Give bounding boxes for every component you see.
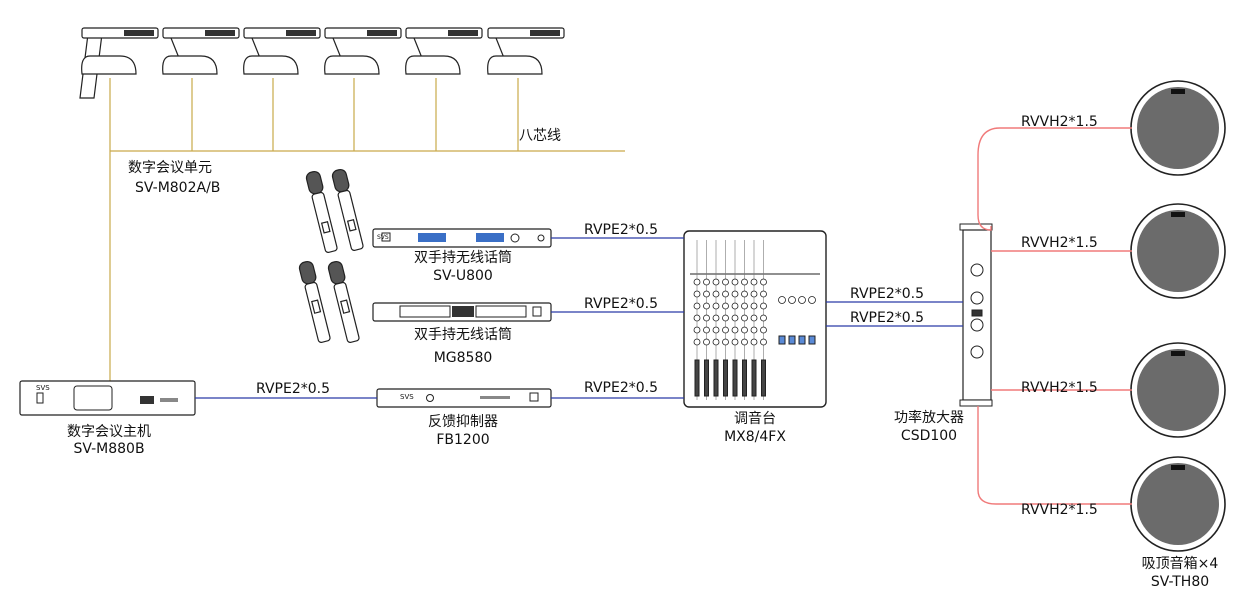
- host-model: SV-M880B: [73, 441, 145, 457]
- host-name: 数字会议主机: [67, 424, 151, 440]
- power-amplifier: [959, 223, 993, 407]
- cable-label-rvpe: RVPE2*0.5: [256, 381, 330, 397]
- cable-label-rvvh: RVVH2*1.5: [1021, 114, 1098, 130]
- conference-unit: [324, 27, 402, 75]
- rvvh-cables: [977, 127, 1132, 505]
- ceiling-speaker: [1130, 456, 1226, 552]
- conference-unit: [243, 27, 321, 75]
- cable-label-rvvh: RVVH2*1.5: [1021, 502, 1098, 518]
- mixer-name: 调音台: [734, 411, 776, 427]
- brand-logo-host: SVS: [36, 384, 50, 392]
- ceiling-speaker: [1130, 203, 1226, 299]
- handheld-microphones: [298, 168, 364, 343]
- mixer-model: MX8/4FX: [724, 429, 786, 445]
- conference-unit: [79, 27, 159, 99]
- eight-core-bus: [109, 78, 625, 385]
- wireless1-name: 双手持无线话筒: [414, 250, 512, 266]
- wireless1-model: SV-U800: [433, 268, 493, 284]
- conference-unit-name: 数字会议单元: [128, 160, 212, 176]
- feedback-model: FB1200: [436, 432, 490, 448]
- cable-label-rvpe: RVPE2*0.5: [584, 380, 658, 396]
- feedback-name: 反馈抑制器: [428, 414, 498, 430]
- ceiling-speaker: [1130, 80, 1226, 176]
- conference-host-unit: [19, 380, 196, 416]
- conference-unit-model: SV-M802A/B: [135, 180, 221, 196]
- mixer: [683, 230, 827, 408]
- brand-logo-feedback: SVS: [400, 393, 414, 401]
- ceiling-speaker: [1130, 342, 1226, 438]
- conference-units: [79, 27, 565, 99]
- ceiling-speakers: [1130, 80, 1226, 552]
- wireless-receiver-u800: [372, 228, 552, 248]
- amp-model: CSD100: [900, 428, 958, 444]
- brand-logo-u800: SVS: [377, 234, 389, 241]
- conference-unit: [162, 27, 240, 75]
- eight-core-label: 八芯线: [519, 128, 561, 144]
- cable-label-rvvh: RVVH2*1.5: [1021, 380, 1098, 396]
- cable-label-rvpe: RVPE2*0.5: [850, 286, 924, 302]
- wireless2-model: MG8580: [433, 350, 493, 366]
- wireless2-name: 双手持无线话筒: [414, 327, 512, 343]
- cable-label-rvpe: RVPE2*0.5: [850, 310, 924, 326]
- rvpe-cables: [195, 237, 963, 399]
- amp-name: 功率放大器: [894, 410, 964, 426]
- conference-unit: [487, 27, 565, 75]
- cable-label-rvvh: RVVH2*1.5: [1021, 235, 1098, 251]
- conference-unit: [405, 27, 483, 75]
- cable-label-rvpe: RVPE2*0.5: [584, 222, 658, 238]
- wireless-receiver-mg8580: [372, 302, 552, 322]
- speaker-name: 吸顶音箱×4: [1141, 556, 1219, 572]
- speaker-model: SV-TH80: [1150, 574, 1210, 590]
- cable-label-rvpe: RVPE2*0.5: [584, 296, 658, 312]
